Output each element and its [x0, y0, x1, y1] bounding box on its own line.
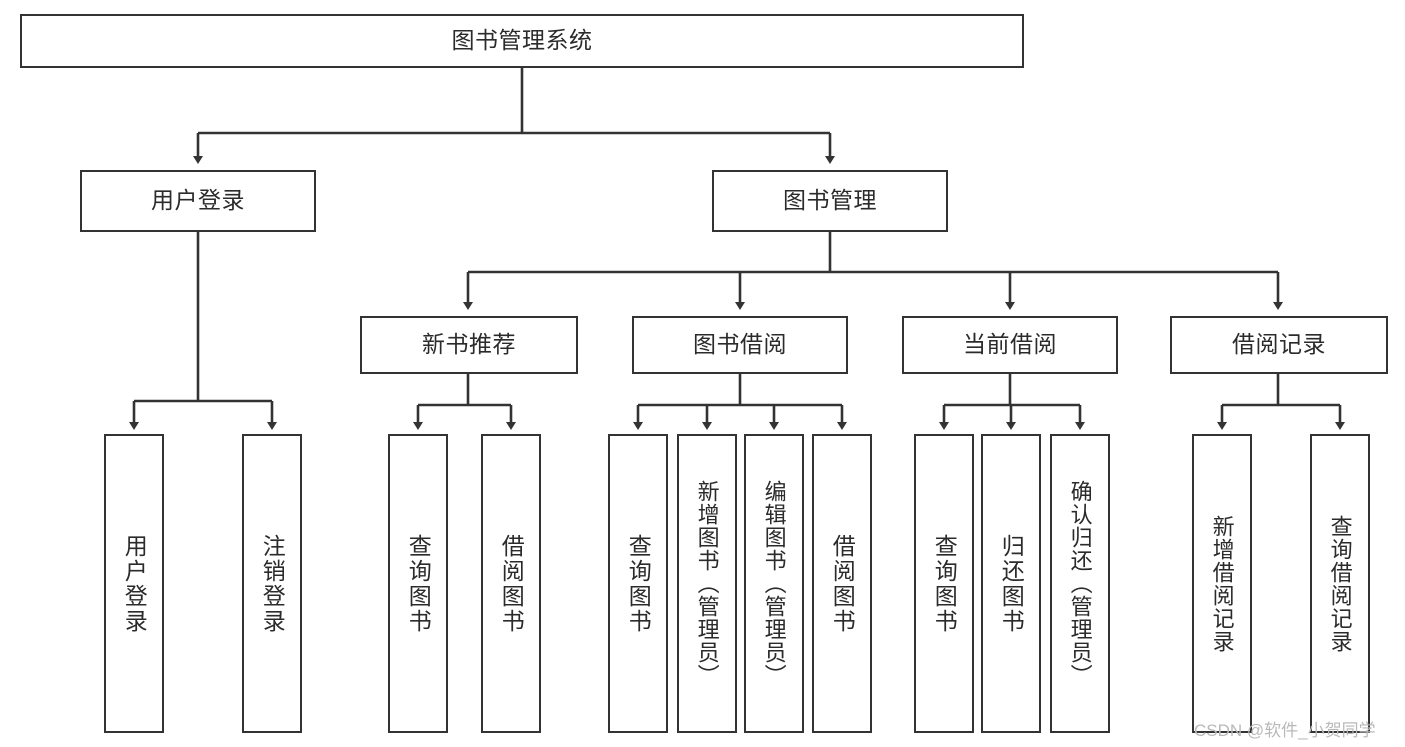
leaf-query-book-recommend-label: 查询图书: [405, 533, 432, 634]
node-root-label: 图书管理系统: [451, 27, 593, 54]
leaf-return-book-label: 归还图书: [998, 533, 1025, 634]
node-book-management-label: 图书管理: [783, 187, 877, 214]
node-book-management[interactable]: 图书管理: [712, 170, 948, 232]
leaf-query-book-recommend[interactable]: 查询图书: [388, 434, 448, 733]
leaf-query-book-borrow[interactable]: 查询图书: [608, 434, 668, 733]
leaf-edit-book-admin[interactable]: 编辑图书（管理员）: [744, 434, 804, 733]
leaf-borrow-book-label: 借阅图书: [829, 533, 856, 634]
leaf-borrow-book-recommend[interactable]: 借阅图书: [481, 434, 541, 733]
leaf-query-borrow-record-label: 查询借阅记录: [1327, 514, 1353, 653]
leaf-add-borrow-record[interactable]: 新增借阅记录: [1192, 434, 1252, 733]
leaf-query-borrow-record[interactable]: 查询借阅记录: [1310, 434, 1370, 733]
leaf-user-login-label: 用户登录: [121, 533, 148, 634]
leaf-user-login[interactable]: 用户登录: [104, 434, 164, 733]
node-root[interactable]: 图书管理系统: [20, 14, 1024, 68]
node-current-borrow[interactable]: 当前借阅: [902, 316, 1118, 374]
leaf-edit-book-admin-label: 编辑图书（管理员）: [761, 480, 787, 687]
node-book-borrow[interactable]: 图书借阅: [632, 316, 848, 374]
node-user-login-label: 用户登录: [151, 187, 245, 214]
leaf-query-book-borrow-label: 查询图书: [625, 533, 652, 634]
node-new-book-recommend[interactable]: 新书推荐: [360, 316, 578, 374]
leaf-add-borrow-record-label: 新增借阅记录: [1209, 514, 1235, 653]
leaf-borrow-book-recommend-label: 借阅图书: [498, 533, 525, 634]
node-borrow-record-label: 借阅记录: [1232, 331, 1326, 358]
leaf-borrow-book[interactable]: 借阅图书: [812, 434, 872, 733]
csdn-watermark: CSDN @软件_小贺同学: [1194, 721, 1376, 740]
leaf-logout[interactable]: 注销登录: [242, 434, 302, 733]
node-user-login[interactable]: 用户登录: [80, 170, 316, 232]
node-current-borrow-label: 当前借阅: [963, 331, 1057, 358]
leaf-query-book-current[interactable]: 查询图书: [914, 434, 974, 733]
node-book-borrow-label: 图书借阅: [693, 331, 787, 358]
leaf-add-book-admin-label: 新增图书（管理员）: [694, 480, 720, 687]
leaf-return-book[interactable]: 归还图书: [981, 434, 1041, 733]
leaf-confirm-return-admin-label: 确认归还（管理员）: [1067, 480, 1093, 687]
leaf-logout-label: 注销登录: [259, 533, 286, 634]
leaf-add-book-admin[interactable]: 新增图书（管理员）: [677, 434, 737, 733]
node-borrow-record[interactable]: 借阅记录: [1170, 316, 1388, 374]
node-new-book-recommend-label: 新书推荐: [422, 331, 516, 358]
leaf-query-book-current-label: 查询图书: [931, 533, 958, 634]
leaf-confirm-return-admin[interactable]: 确认归还（管理员）: [1050, 434, 1110, 733]
